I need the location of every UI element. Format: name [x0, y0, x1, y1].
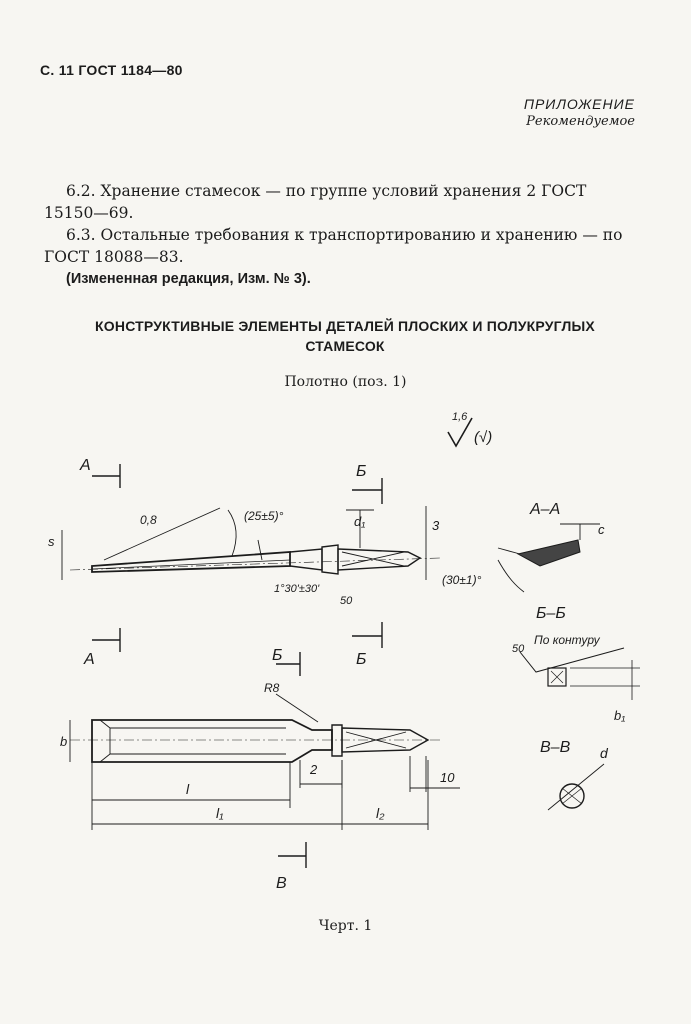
section-v-v-label: В–В: [540, 739, 571, 756]
cut-a-bottom: А: [83, 651, 95, 668]
dim-l1: l₁: [216, 805, 224, 821]
section-title-line-2: СТАМЕСОК: [305, 338, 385, 354]
dim-l: l: [186, 781, 190, 797]
dim-2: 2: [309, 762, 318, 777]
amendment-note: (Измененная редакция, Изм. № 3).: [66, 271, 311, 287]
dim-c: c: [598, 522, 605, 537]
dim-3: 3: [432, 518, 440, 533]
dim-d1: d₁: [354, 514, 365, 529]
section-title-line-1: КОНСТРУКТИВНЫЕ ЭЛЕМЕНТЫ ДЕТАЛЕЙ ПЛОСКИХ …: [95, 318, 595, 334]
cut-b-bottom: Б: [356, 651, 366, 668]
drawing-caption: Черт. 1: [318, 918, 373, 934]
dim-d: d: [600, 745, 609, 761]
dim-r8: R8: [264, 681, 280, 695]
dim-r08: 0,8: [140, 513, 157, 527]
cut-v: В: [276, 875, 287, 892]
roughness-value: 1,6: [452, 411, 468, 423]
drawing-subtitle: Полотно (поз. 1): [284, 374, 407, 390]
angle-1-30: 1°30'±30': [274, 583, 320, 595]
cut-b-top: Б: [356, 463, 366, 480]
cut-a-top: А: [79, 457, 91, 474]
appendix-title: ПРИЛОЖЕНИЕ: [523, 96, 635, 112]
dim-l2: l₂: [376, 805, 385, 821]
cut-b-lower-view: Б: [272, 647, 282, 664]
appendix-block: ПРИЛОЖЕНИЕ Рекомендуемое: [524, 96, 635, 129]
by-contour-label: По контуру: [534, 633, 601, 647]
dim-s: s: [48, 534, 55, 549]
appendix-status: Рекомендуемое: [526, 114, 635, 129]
dim-b1: b₁: [614, 708, 625, 723]
body-text: 6.2. Хранение стамесок — по группе услов…: [44, 180, 638, 290]
roughness-symbol: [447, 417, 473, 448]
dim-b: b: [60, 734, 67, 749]
angle-30: (30±1)°: [442, 573, 482, 587]
section-b-b: [519, 647, 640, 700]
roughness-extra: (√): [474, 429, 492, 446]
side-view: [61, 464, 441, 652]
section-a-a: [497, 523, 600, 593]
angle-25: (25±5)°: [244, 509, 284, 523]
roughness-50-a: 50: [340, 595, 353, 607]
section-v-v: [547, 763, 605, 811]
roughness-50-b: 50: [512, 643, 525, 655]
paragraph-6-2: 6.2. Хранение стамесок — по группе услов…: [44, 182, 587, 222]
section-b-b-label: Б–Б: [536, 605, 566, 622]
dim-10: 10: [440, 770, 455, 785]
paragraph-6-3: 6.3. Остальные требования к транспортиро…: [44, 226, 623, 266]
section-a-a-label: А–А: [529, 501, 560, 518]
page-header: С. 11 ГОСТ 1184—80: [40, 62, 183, 78]
section-title: КОНСТРУКТИВНЫЕ ЭЛЕМЕНТЫ ДЕТАЛЕЙ ПЛОСКИХ …: [30, 316, 660, 356]
top-view: [69, 652, 460, 868]
